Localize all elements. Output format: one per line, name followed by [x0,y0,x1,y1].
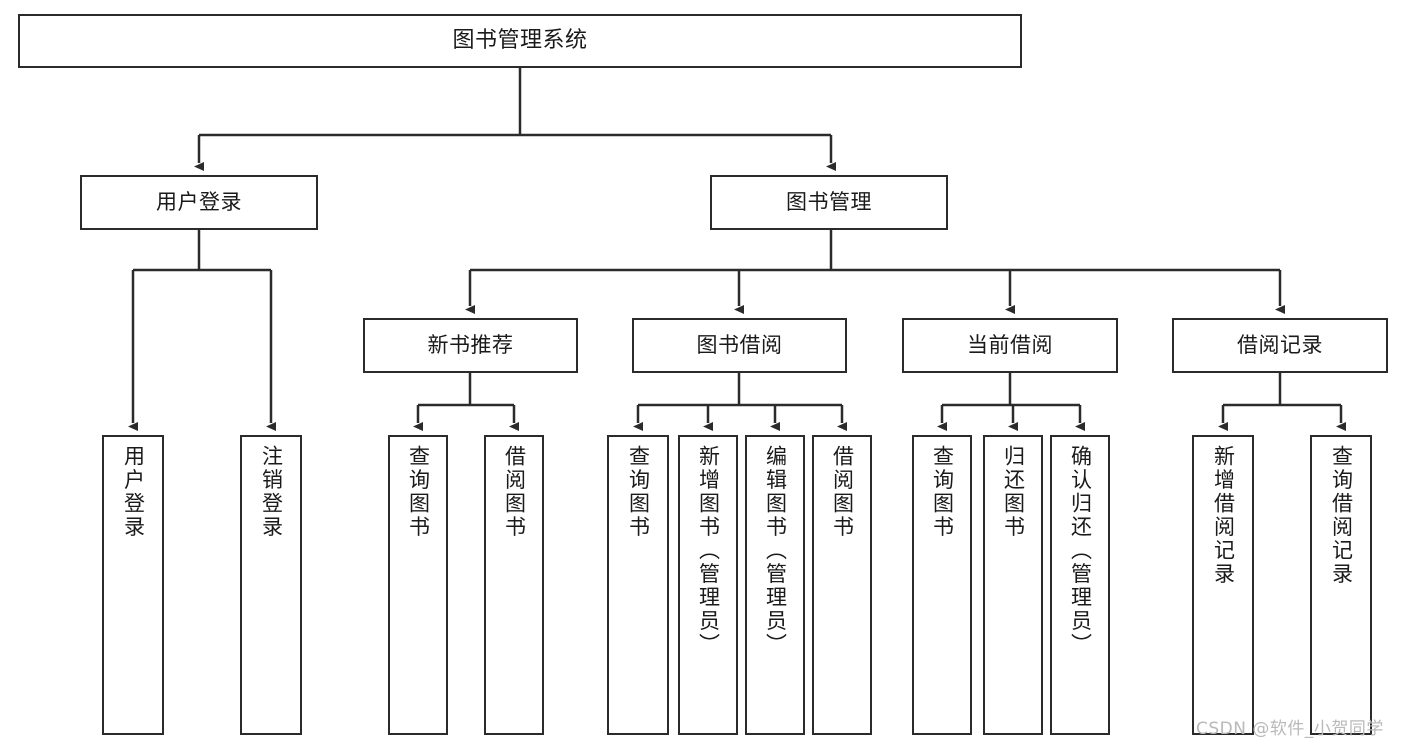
node-leaf-user-login-label: 用户登录 [121,445,146,539]
node-leaf-add-book-admin-label: 新增图书（管理员） [696,445,721,657]
node-leaf-query-borrow-record[interactable]: 查询借阅记录 [1310,435,1372,735]
node-leaf-add-borrow-record[interactable]: 新增借阅记录 [1192,435,1254,735]
node-borrow-record[interactable]: 借阅记录 [1172,318,1388,373]
node-leaf-query-book-borrow[interactable]: 查询图书 [607,435,669,735]
node-leaf-add-book-admin[interactable]: 新增图书（管理员） [678,435,738,735]
node-book-management[interactable]: 图书管理 [710,175,948,230]
node-book-borrow-label: 图书借阅 [696,333,783,358]
node-book-management-label: 图书管理 [786,190,872,215]
node-leaf-query-book-recommend-label: 查询图书 [406,445,431,539]
node-leaf-borrow-book-recommend[interactable]: 借阅图书 [484,435,544,735]
node-new-book-recommend-label: 新书推荐 [427,333,514,358]
node-leaf-query-book-recommend[interactable]: 查询图书 [388,435,448,735]
node-leaf-logout-login[interactable]: 注销登录 [240,435,302,735]
node-leaf-edit-book-admin-label: 编辑图书（管理员） [763,445,788,657]
node-leaf-user-login[interactable]: 用户登录 [102,435,164,735]
node-current-borrow-label: 当前借阅 [967,333,1053,358]
node-book-borrow[interactable]: 图书借阅 [632,318,847,373]
node-current-borrow[interactable]: 当前借阅 [902,318,1118,373]
node-leaf-query-book-current-label: 查询图书 [930,445,955,539]
node-user-login-label: 用户登录 [156,190,242,215]
node-leaf-query-book-borrow-label: 查询图书 [626,445,651,539]
node-root-system[interactable]: 图书管理系统 [18,14,1022,68]
node-new-book-recommend[interactable]: 新书推荐 [363,318,578,373]
node-leaf-query-book-current[interactable]: 查询图书 [912,435,972,735]
node-leaf-borrow-book[interactable]: 借阅图书 [812,435,872,735]
node-leaf-confirm-return-admin-label: 确认归还（管理员） [1068,445,1093,657]
node-leaf-logout-login-label: 注销登录 [259,445,284,539]
node-leaf-confirm-return-admin[interactable]: 确认归还（管理员） [1050,435,1110,735]
node-leaf-add-borrow-record-label: 新增借阅记录 [1211,445,1236,586]
node-leaf-query-borrow-record-label: 查询借阅记录 [1329,445,1354,586]
node-leaf-edit-book-admin[interactable]: 编辑图书（管理员） [745,435,805,735]
node-leaf-return-book[interactable]: 归还图书 [983,435,1043,735]
node-borrow-record-label: 借阅记录 [1237,333,1323,358]
node-user-login[interactable]: 用户登录 [80,175,318,230]
node-root-system-label: 图书管理系统 [452,28,588,54]
node-leaf-return-book-label: 归还图书 [1001,445,1026,539]
node-leaf-borrow-book-label: 借阅图书 [830,445,855,539]
node-leaf-borrow-book-recommend-label: 借阅图书 [502,445,527,539]
